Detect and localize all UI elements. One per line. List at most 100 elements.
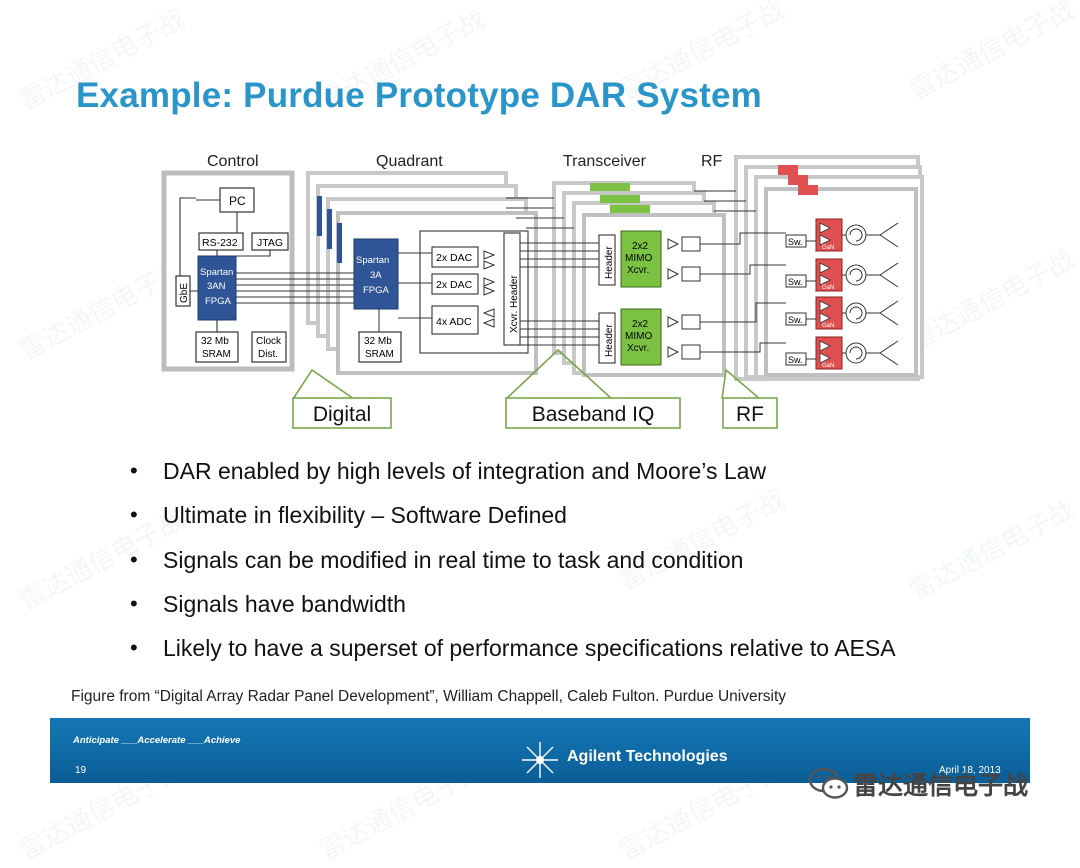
agilent-logo-icon <box>522 742 558 778</box>
watermark: 雷达通信电子战 <box>904 244 1080 357</box>
section-label-rf: RF <box>701 153 723 170</box>
control-board: PC RS-232 JTAG GbE Spartan 3AN FPGA 32 M… <box>161 170 295 372</box>
wechat-icon <box>808 767 849 799</box>
control-sram <box>195 331 239 363</box>
switch-label: Sw. <box>788 237 803 247</box>
switch-label: Sw. <box>788 277 803 287</box>
circulator-icon <box>845 302 867 324</box>
footer-date: April 18, 2013 <box>939 765 1001 776</box>
callout-leaders <box>292 348 761 400</box>
callout-baseband: Baseband IQ <box>505 397 681 429</box>
dar-system-diagram: Control Quadrant Transceiver RF PC RS-23… <box>160 143 925 433</box>
quadrant-fpga-line3: FPGA <box>363 285 390 296</box>
clock-line2: Dist. <box>258 349 278 360</box>
adc-box <box>431 305 479 335</box>
callout-rf-label: RF <box>736 403 764 426</box>
circulator-icon <box>845 264 867 286</box>
header-top <box>598 234 616 286</box>
bullet-item: • Signals can be modified in real time to… <box>130 544 896 588</box>
mimo-top <box>620 230 662 288</box>
bullet-text: Likely to have a superset of performance… <box>163 635 896 662</box>
converter-group <box>419 230 529 354</box>
rf-chain: Sw. GaN <box>785 218 899 252</box>
quadrant-sram-line2: SRAM <box>365 349 394 360</box>
section-label-quadrant: Quadrant <box>376 153 443 170</box>
footer-slogan: Anticipate ___Accelerate ___Achieve <box>73 735 241 746</box>
bullet-text: Ultimate in flexibility – Software Defin… <box>163 502 567 529</box>
header-bottom-label: Header <box>604 324 615 357</box>
quadrant-fpga-line2: 3A <box>370 270 382 281</box>
bullet-list: • DAR enabled by high levels of integrati… <box>130 455 896 676</box>
switch-label: Sw. <box>788 355 803 365</box>
circulator-icon <box>845 224 867 246</box>
gbe-label: GbE <box>179 283 190 303</box>
dac2-label: 2x DAC <box>436 279 473 291</box>
dac1-label: 2x DAC <box>436 252 473 264</box>
control-buses <box>236 252 432 332</box>
circulator-icon <box>845 342 867 364</box>
wechat-account-name: 雷达通信电子战 <box>853 772 1029 800</box>
mimo-top-line1: 2x2 <box>632 241 649 252</box>
rf-chain: Sw. GaN <box>785 258 899 292</box>
mimo-bottom-line2: MIMO <box>625 331 652 342</box>
page-number: 19 <box>75 765 87 776</box>
control-sram-line2: SRAM <box>202 349 231 360</box>
section-label-control: Control <box>207 153 259 170</box>
control-fpga-line1: Spartan <box>200 267 233 278</box>
section-label-transceiver: Transceiver <box>563 153 647 170</box>
bullet-item: • Likely to have a superset of performanc… <box>130 632 896 676</box>
gan-label: GaN <box>822 323 834 329</box>
quadrant-fpga-line1: Spartan <box>356 255 389 266</box>
callout-baseband-label: Baseband IQ <box>532 403 655 426</box>
callout-rf: RF <box>722 397 778 429</box>
bullet-text: Signals can be modified in real time to … <box>163 546 744 573</box>
bullet-text: Signals have bandwidth <box>163 590 406 617</box>
control-fpga-line2: 3AN <box>207 281 226 292</box>
mimo-top-line3: Xcvr. <box>627 265 649 276</box>
gan-label: GaN <box>822 363 834 369</box>
rf-buses <box>694 190 786 353</box>
bullet-dot: • <box>130 502 138 528</box>
clock-dist-box <box>251 331 287 363</box>
quadrant-sram <box>358 331 402 363</box>
figure-caption: Figure from “Digital Array Radar Panel D… <box>71 688 787 705</box>
watermark: 雷达通信电子战 <box>904 0 1080 107</box>
rs232-label: RS-232 <box>202 237 238 249</box>
control-sram-line1: 32 Mb <box>201 336 229 347</box>
bullet-item: • Signals have bandwidth <box>130 588 896 632</box>
xcvr-header <box>503 232 521 346</box>
header-bottom <box>598 312 616 364</box>
baseband-buses <box>506 197 599 346</box>
switch-label: Sw. <box>788 315 803 325</box>
callout-digital-label: Digital <box>313 403 371 426</box>
rf-chain: Sw. GaN <box>785 336 899 370</box>
jtag-label: JTAG <box>257 237 283 249</box>
rf-chain: Sw. GaN <box>785 296 899 330</box>
gan-label: GaN <box>822 285 834 291</box>
rs232-box <box>198 232 244 251</box>
mimo-bottom <box>620 308 662 366</box>
slide-title: Example: Purdue Prototype DAR System <box>76 76 762 115</box>
watermark: 雷达通信电子战 <box>904 494 1080 607</box>
bullet-dot: • <box>130 546 138 572</box>
mimo-bottom-line3: Xcvr. <box>627 343 649 354</box>
quadrant-sram-line1: 32 Mb <box>364 336 392 347</box>
control-fpga-line3: FPGA <box>205 296 232 307</box>
adc-label: 4x ADC <box>436 316 472 328</box>
dac2-box <box>431 273 479 295</box>
quadrant-fpga <box>353 238 399 310</box>
rf-channels: Sw. GaN Sw. GaN Sw. GaN Sw. GaN <box>785 218 899 370</box>
bullet-dot: • <box>130 635 138 661</box>
bullet-dot: • <box>130 458 138 483</box>
bullet-text: DAR enabled by high levels of integratio… <box>163 458 767 484</box>
callout-digital: Digital <box>292 397 392 429</box>
dac1-box <box>431 246 479 268</box>
bullet-item: • Ultimate in flexibility – Software Defi… <box>130 499 896 543</box>
gan-label: GaN <box>822 245 834 251</box>
header-top-label: Header <box>604 246 615 279</box>
clock-line1: Clock <box>256 336 282 347</box>
footer-brand: Agilent Technologies <box>567 748 728 765</box>
bullet-item: • DAR enabled by high levels of integrati… <box>130 455 896 499</box>
bullet-dot: • <box>130 590 138 616</box>
mimo-bottom-line1: 2x2 <box>632 319 649 330</box>
